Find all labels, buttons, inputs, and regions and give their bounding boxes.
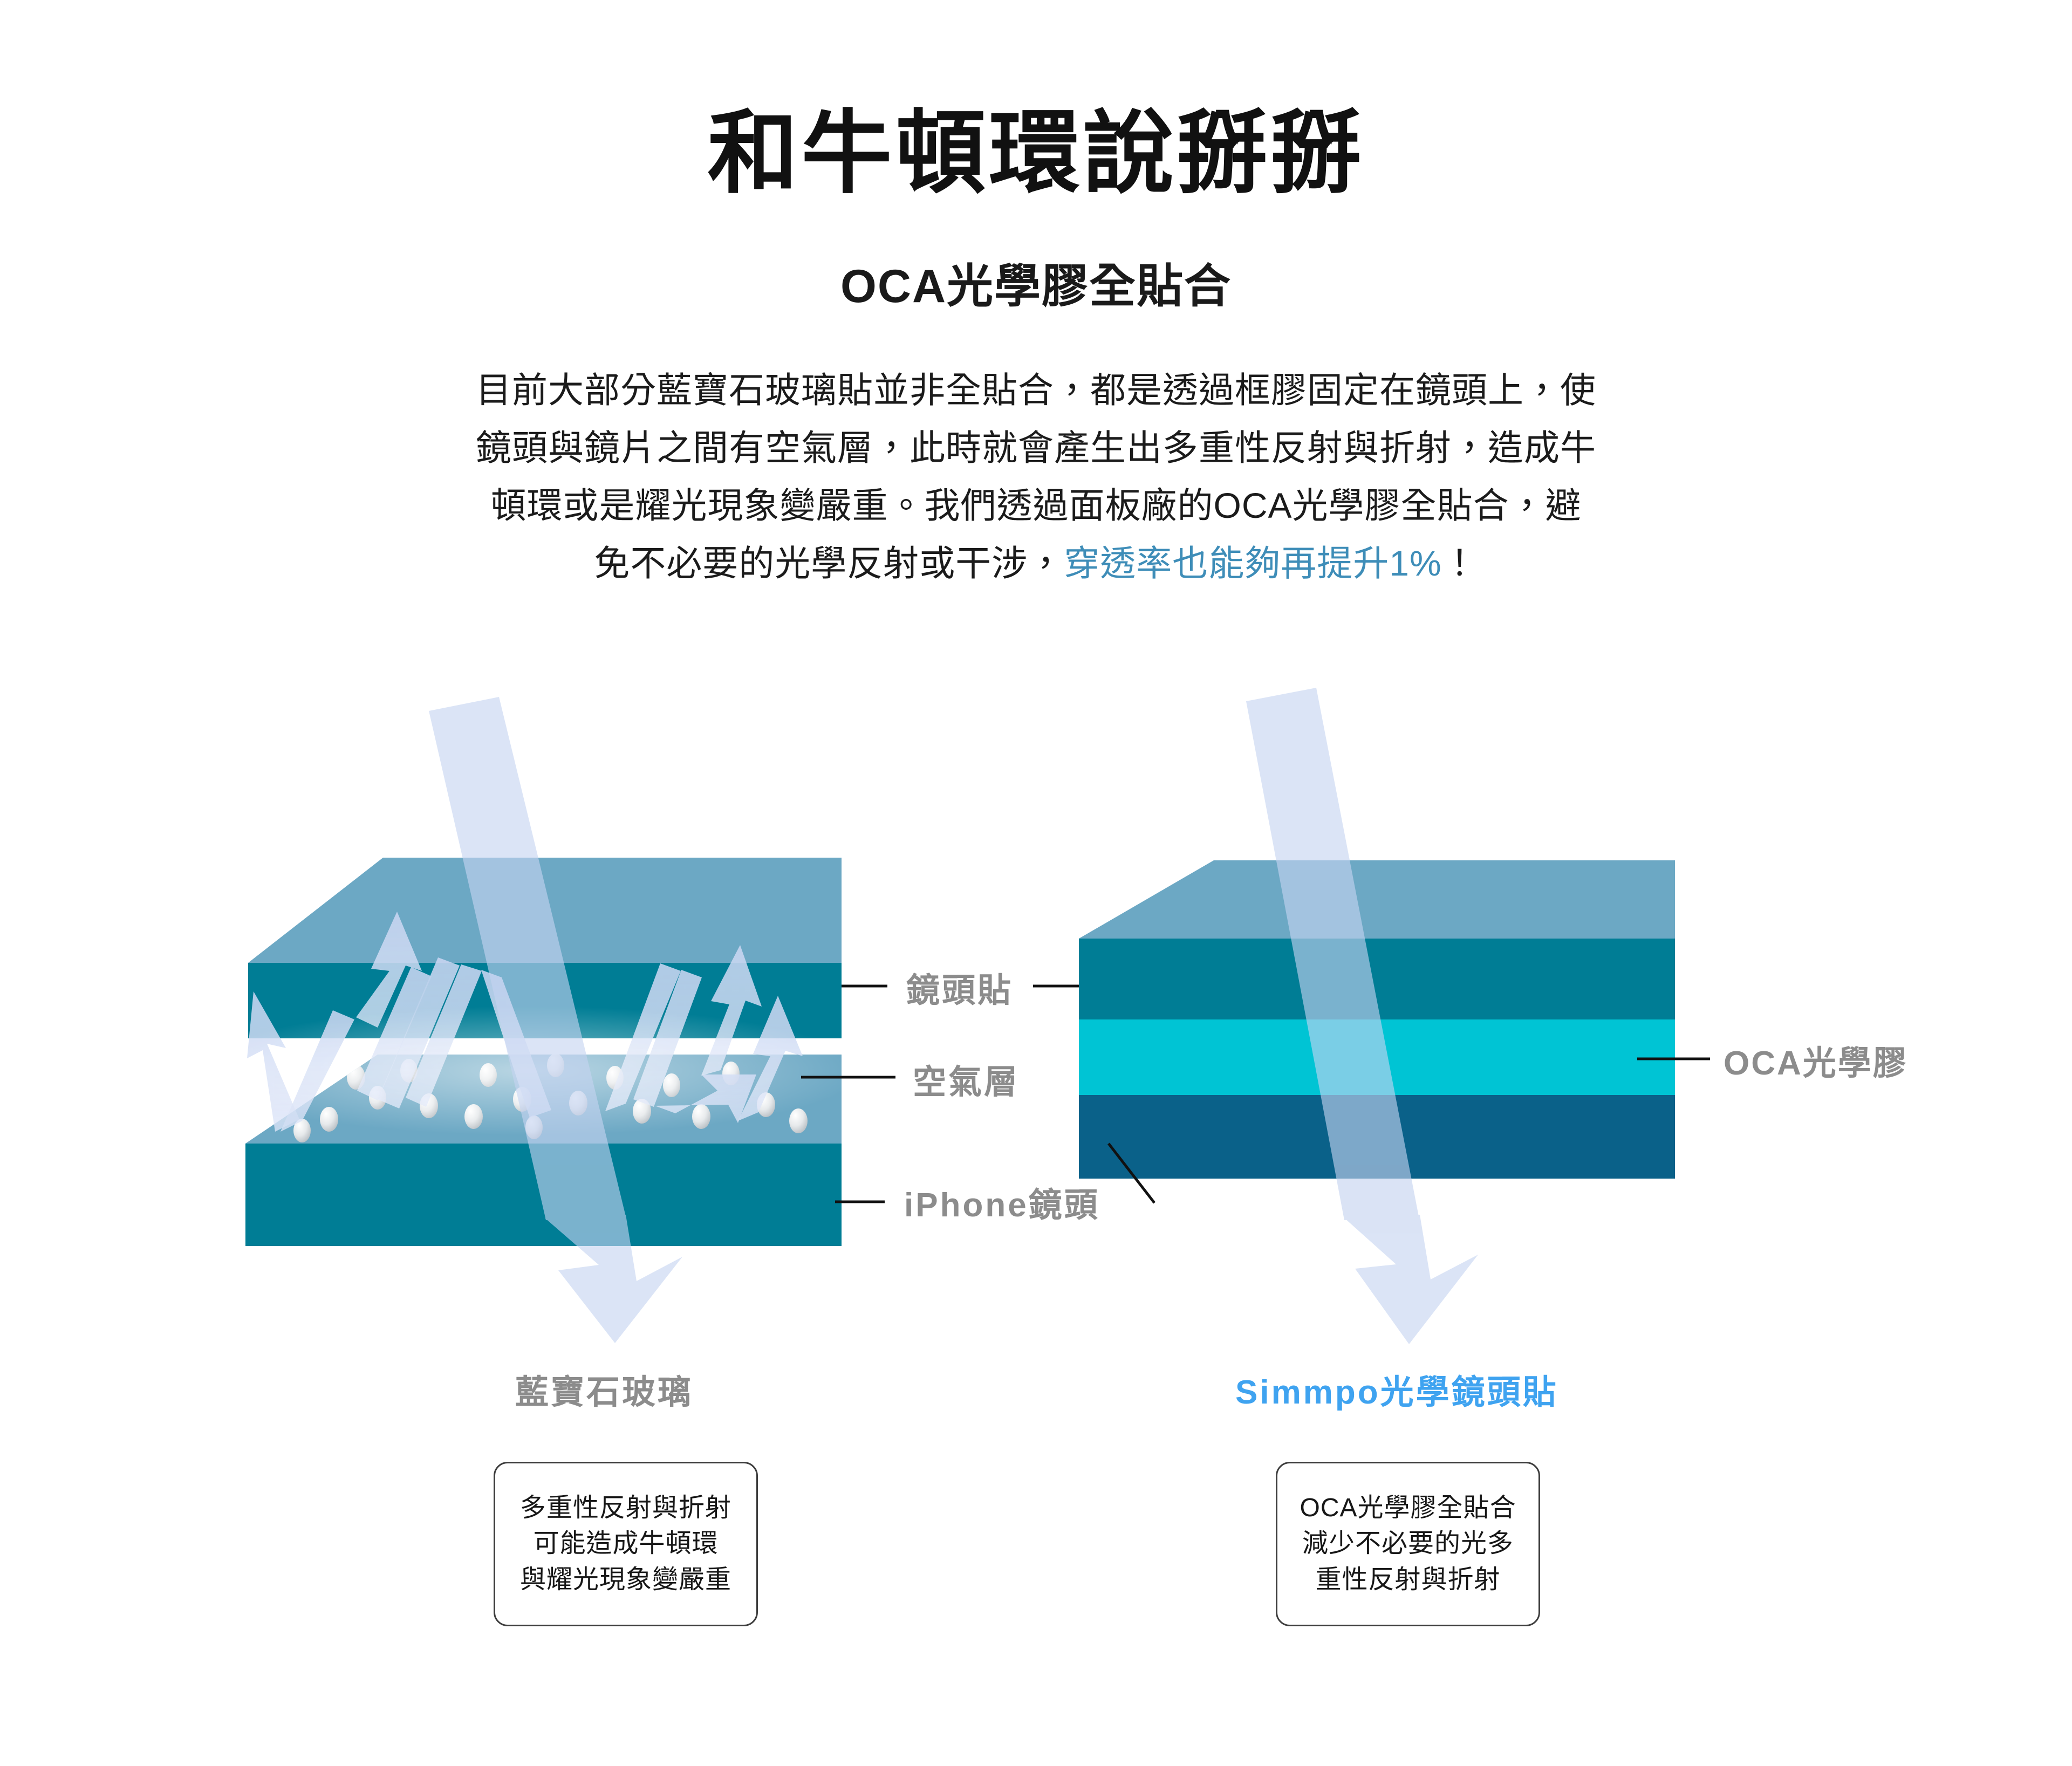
infobox-right-line-3: 重性反射與折射 [1315,1565,1501,1594]
left-slab-front-face [248,963,842,1038]
left-slab-top-face [248,858,842,963]
leader-iphone-lens-right [1107,1142,1155,1204]
reflection-zigzag-right [605,945,803,1123]
infobox-left-line-2: 可能造成牛頓環 [533,1529,719,1558]
body-line-1: 目前大部分藍寶石玻璃貼並非全貼合，都是透過框膠固定在鏡頭上，使 [476,370,1596,410]
callout-oca-adhesive: OCA光學膠 [1724,1045,1908,1082]
reflection-zigzag-left [247,912,551,1132]
right-layer-oca [1079,1019,1675,1095]
left-base-front-face [245,1144,842,1246]
body-line-4-suffix: ！ [1441,543,1478,583]
body-paragraph: 目前大部分藍寶石玻璃貼並非全貼合，都是透過框膠固定在鏡頭上，使 鏡頭與鏡片之間有… [427,361,1646,592]
infobox-right-line-1: OCA光學膠全貼合 [1300,1494,1516,1523]
right-diagram [1079,688,1675,1344]
infobox-right-line-2: 減少不必要的光多 [1302,1529,1514,1558]
page-title: 和牛頓環說掰掰 [707,102,1365,204]
left-iphone-lens-slab [245,1055,842,1246]
infobox-simmpo: OCA光學膠全貼合 減少不必要的光多 重性反射與折射 [1276,1462,1540,1626]
body-line-3: 頓環或是耀光現象變嚴重。我們透過面板廠的OCA光學膠全貼合，避 [490,485,1582,525]
right-layer-iphone-lens [1079,1095,1675,1179]
right-light-beam [1246,688,1478,1344]
reflection-glow [194,1006,863,1135]
callout-iphone-lens: iPhone鏡頭 [904,1187,1100,1224]
body-line-2: 鏡頭與鏡片之間有空氣層，此時就會產生出多重性反射與折射，造成牛 [476,427,1596,468]
right-slab-top-face [1079,860,1675,939]
caption-simmpo-lens-film: Simmpo光學鏡頭貼 [1235,1374,1558,1411]
left-diagram [194,697,863,1343]
body-line-4: 免不必要的光學反射或干涉，穿透率也能夠再提升1%！ [427,535,1646,592]
page-subtitle: OCA光學膠全貼合 [840,261,1232,312]
air-particles [293,1055,808,1142]
infobox-left-line-3: 與耀光現象變嚴重 [519,1565,731,1594]
right-layer-lens-film [1079,939,1675,1019]
left-light-beam [429,697,682,1343]
body-line-4-prefix: 免不必要的光學反射或干涉， [594,543,1064,583]
left-lens-film-slab [248,858,842,1038]
caption-sapphire-glass: 藍寶石玻璃 [515,1374,694,1411]
infobox-left-line-1: 多重性反射與折射 [519,1494,731,1523]
callout-air-gap: 空氣層 [913,1064,1020,1101]
callout-lens-film: 鏡頭貼 [906,972,1014,1009]
left-base-top-face [245,1055,842,1144]
transmittance-highlight: 穿透率也能夠再提升1% [1064,543,1442,583]
infobox-sapphire: 多重性反射與折射 可能造成牛頓環 與耀光現象變嚴重 [494,1462,758,1626]
